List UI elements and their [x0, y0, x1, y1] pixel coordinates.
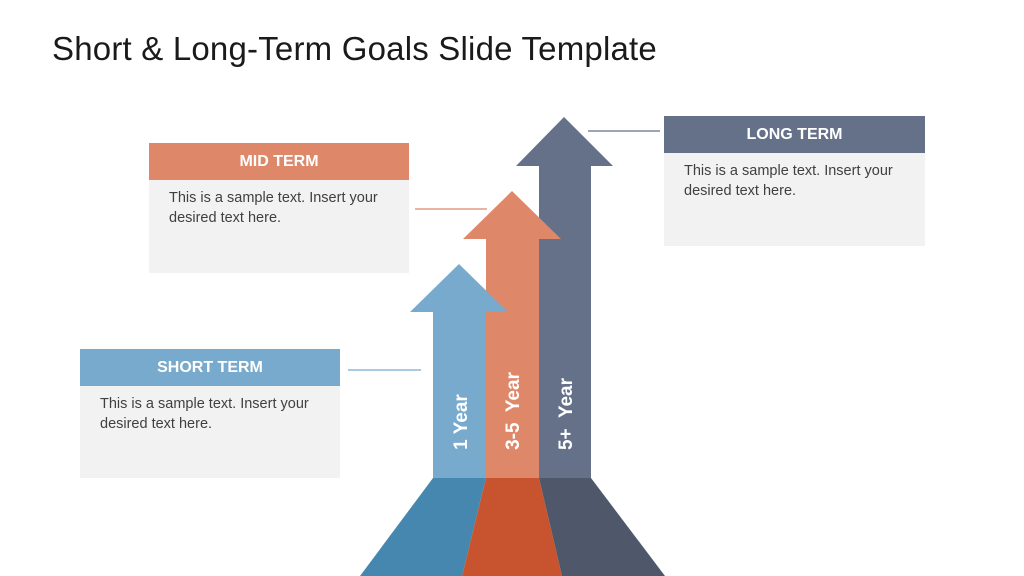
long-term-arrow-label: 5+ Year — [556, 377, 577, 450]
short-term-text-line-1: This is a sample text. Insert your — [100, 396, 309, 412]
short-term-base — [360, 478, 486, 576]
mid-term-arrow — [463, 191, 561, 478]
long-term-card-title: LONG TERM — [664, 116, 925, 153]
long-term-text-line-2: desired text here. — [684, 183, 797, 199]
short-term-card-title: SHORT TERM — [80, 349, 340, 386]
mid-term-text-line-1: This is a sample text. Insert your — [169, 190, 378, 206]
long-term-card-text: This is a sample text. Insert your desir… — [664, 153, 925, 201]
mid-term-text-line-2: desired text here. — [169, 210, 282, 226]
short-term-card: SHORT TERM This is a sample text. Insert… — [80, 349, 340, 478]
long-term-card: LONG TERM This is a sample text. Insert … — [664, 116, 925, 246]
slide-title: Short & Long-Term Goals Slide Template — [52, 30, 657, 67]
mid-term-card-title: MID TERM — [149, 143, 409, 180]
short-term-arrow — [410, 264, 508, 478]
mid-term-card-text: This is a sample text. Insert your desir… — [149, 180, 409, 228]
mid-term-base — [462, 478, 562, 576]
long-term-arrow — [516, 117, 613, 478]
short-term-arrow-label: 1 Year — [451, 394, 472, 450]
long-term-base — [539, 478, 665, 576]
mid-term-arrow-label: 3-5 Year — [503, 371, 524, 449]
short-term-text-line-2: desired text here. — [100, 416, 213, 432]
long-term-text-line-1: This is a sample text. Insert your — [684, 163, 893, 179]
mid-term-card: MID TERM This is a sample text. Insert y… — [149, 143, 409, 273]
short-term-card-text: This is a sample text. Insert your desir… — [80, 386, 340, 434]
